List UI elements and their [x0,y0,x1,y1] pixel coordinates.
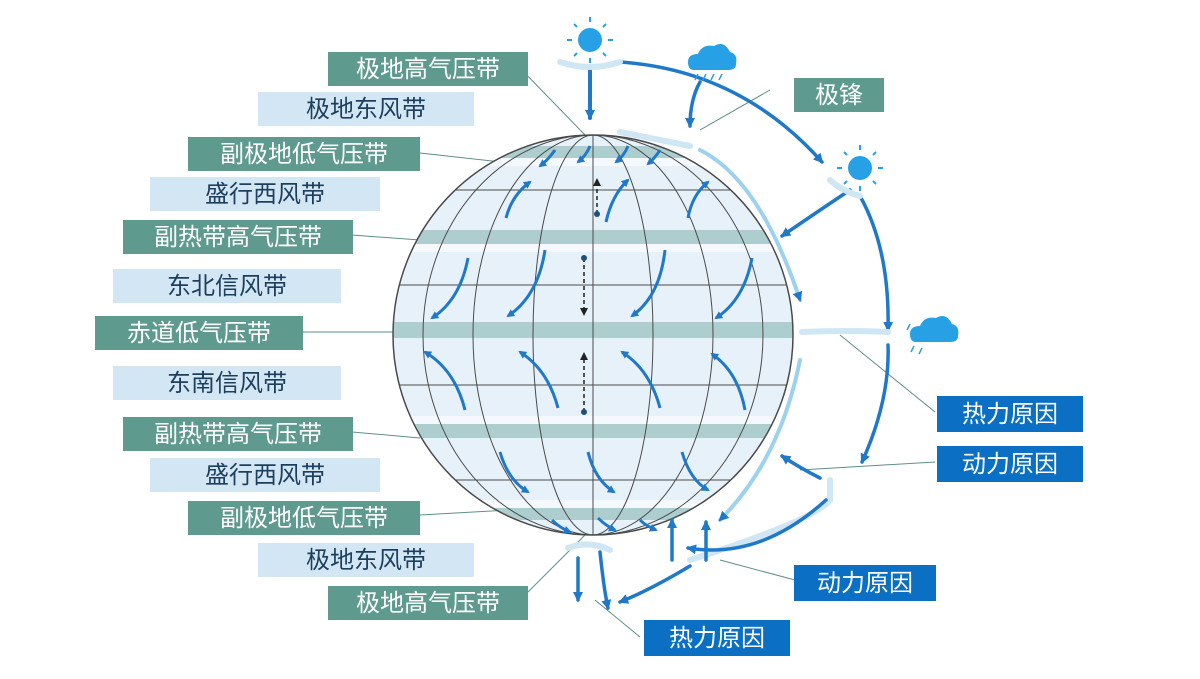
rain-cloud-icon [688,44,737,81]
circulation-cells [557,59,894,610]
label-southeast-trades: 东南信风带 [113,366,341,400]
label-polar-front: 极锋 [794,78,884,112]
label-westerlies-south: 盛行西风带 [150,458,380,492]
rain-cloud-icon [906,316,959,355]
deflection-indicators [580,178,601,412]
sun-icon [567,17,613,63]
label-equatorial-low: 赤道低气压带 [95,316,303,350]
label-thermal-cause-right: 热力原因 [937,396,1083,432]
label-subtropical-high-south: 副热带高气压带 [123,417,353,451]
label-subtropical-high-north: 副热带高气压带 [123,220,353,254]
label-polar-easterlies-north: 极地东风带 [258,92,474,126]
label-polar-high-south: 极地高气压带 [328,586,528,620]
sun-icon [837,145,883,191]
deflection-dots [581,211,600,415]
label-dynamic-cause-right: 动力原因 [937,446,1083,482]
label-subpolar-low-south: 副极地低气压带 [188,501,420,535]
label-polar-easterlies-south: 极地东风带 [258,543,474,577]
globe [392,134,794,536]
label-westerlies-north: 盛行西风带 [150,177,380,211]
label-subpolar-low-north: 副极地低气压带 [188,137,420,171]
label-dynamic-cause-bottom: 动力原因 [794,565,936,601]
label-thermal-cause-bottom: 热力原因 [644,620,790,656]
label-polar-high-north: 极地高气压带 [328,52,528,86]
label-northeast-trades: 东北信风带 [113,269,341,303]
surface-wind-arrows [423,145,754,534]
